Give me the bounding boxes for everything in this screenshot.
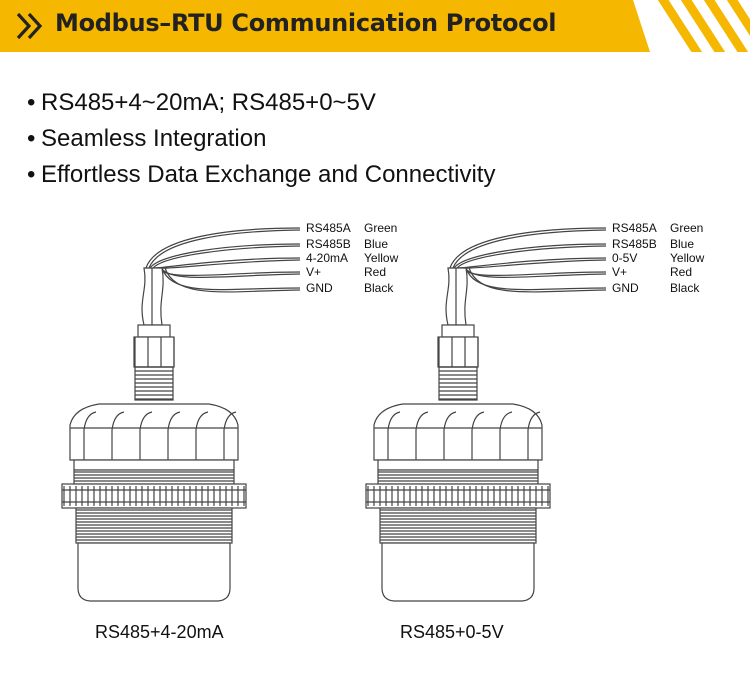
wire-line <box>149 243 301 269</box>
wire-line <box>161 267 301 291</box>
list-item: •Effortless Data Exchange and Connectivi… <box>27 161 496 188</box>
list-item: •RS485+4~20mA; RS485+0~5V <box>27 89 376 116</box>
wire-line <box>148 229 301 269</box>
double-chevron-right-icon <box>16 12 43 40</box>
page-title: Modbus–RTU Communication Protocol <box>55 9 557 37</box>
wire-color-label: Yellow <box>670 251 705 265</box>
wire-signal-label: RS485A <box>612 221 657 235</box>
wire-line <box>465 267 607 291</box>
wire-color-label: Black <box>670 281 700 295</box>
banner-background <box>0 0 750 52</box>
wire-color-label: Red <box>364 265 386 279</box>
wire-line <box>453 243 607 269</box>
wire-signal-label: RS485B <box>612 237 657 251</box>
list-item-text: Effortless Data Exchange and Connectivit… <box>41 161 496 188</box>
header-banner: Modbus–RTU Communication Protocol <box>0 0 750 52</box>
wire-color-label: Yellow <box>364 251 399 265</box>
wire-signal-label: V+ <box>306 265 321 279</box>
wire-signal-label: V+ <box>612 265 627 279</box>
wire-signal-label: GND <box>306 281 333 295</box>
wire-line <box>152 245 301 269</box>
wire-signal-label: RS485A <box>306 221 351 235</box>
wire-color-label: Green <box>670 221 703 235</box>
wire-signal-label: GND <box>612 281 639 295</box>
sensor-caption-2: RS485+0-5V <box>400 622 504 642</box>
wire-color-label: Blue <box>364 237 388 251</box>
wire-line <box>145 227 301 269</box>
wire-line <box>468 267 607 293</box>
wire-color-label: Red <box>670 265 692 279</box>
sensor-caption-1: RS485+4-20mA <box>95 622 224 642</box>
feature-list: •RS485+4~20mA; RS485+0~5V •Seamless Inte… <box>27 85 495 193</box>
wire-line <box>456 245 607 269</box>
wire-color-label: Blue <box>670 237 694 251</box>
list-item-text: RS485+4~20mA; RS485+0~5V <box>41 89 376 116</box>
wire-signal-label: 4-20mA <box>306 251 348 265</box>
wire-line <box>164 267 301 293</box>
wire-line <box>460 259 607 269</box>
wire-signal-label: RS485B <box>306 237 351 251</box>
wire-line <box>449 227 607 269</box>
wire-color-label: Black <box>364 281 394 295</box>
list-item-text: Seamless Integration <box>41 125 267 152</box>
wire-line <box>452 229 607 269</box>
wire-color-label: Green <box>364 221 397 235</box>
list-item: •Seamless Integration <box>27 125 267 152</box>
wire-signal-label: 0-5V <box>612 251 637 265</box>
